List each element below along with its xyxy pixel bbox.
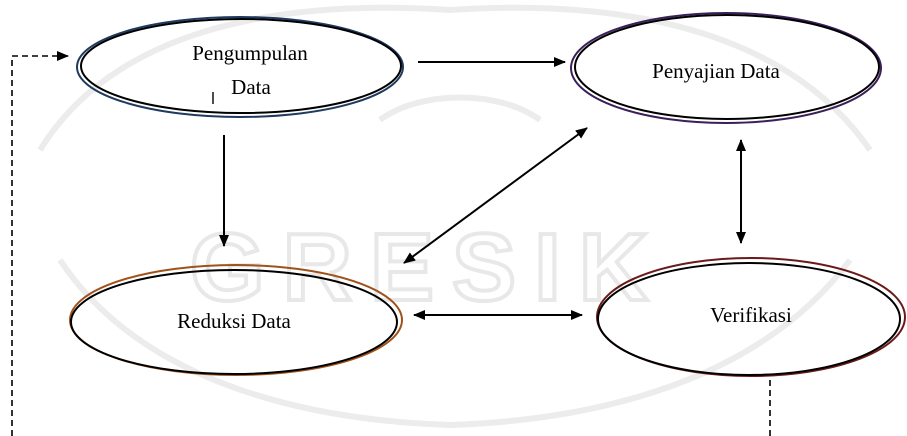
node-reduksi-data: Reduksi Data bbox=[69, 264, 403, 376]
arrow-penyajian-reduksi-bidirectional bbox=[403, 127, 588, 264]
node-penyajian-data: Penyajian Data bbox=[570, 12, 882, 124]
node-penyajian-outline-outer bbox=[570, 12, 882, 124]
node-penyajian-outline-inner bbox=[574, 14, 880, 120]
node-pengumpulan-label-line2: Data bbox=[231, 75, 271, 99]
node-pengumpulan-outline-inner bbox=[80, 18, 402, 114]
node-pengumpulan-label-line1: Pengumpulan bbox=[192, 41, 308, 65]
node-verifikasi: Verifikasi bbox=[596, 257, 906, 377]
node-penyajian-label: Penyajian Data bbox=[652, 59, 780, 83]
node-verifikasi-outline-outer bbox=[596, 257, 906, 377]
node-verifikasi-outline-inner bbox=[597, 262, 901, 376]
node-verifikasi-label: Verifikasi bbox=[710, 303, 792, 327]
node-reduksi-outline-outer bbox=[69, 264, 403, 376]
node-reduksi-label: Reduksi Data bbox=[177, 309, 291, 333]
node-pengumpulan-data: Pengumpulan Data bbox=[76, 16, 404, 118]
node-reduksi-outline-inner bbox=[70, 269, 398, 375]
node-pengumpulan-outline-outer bbox=[76, 16, 404, 118]
watermark-text: GRESIK bbox=[190, 214, 666, 321]
